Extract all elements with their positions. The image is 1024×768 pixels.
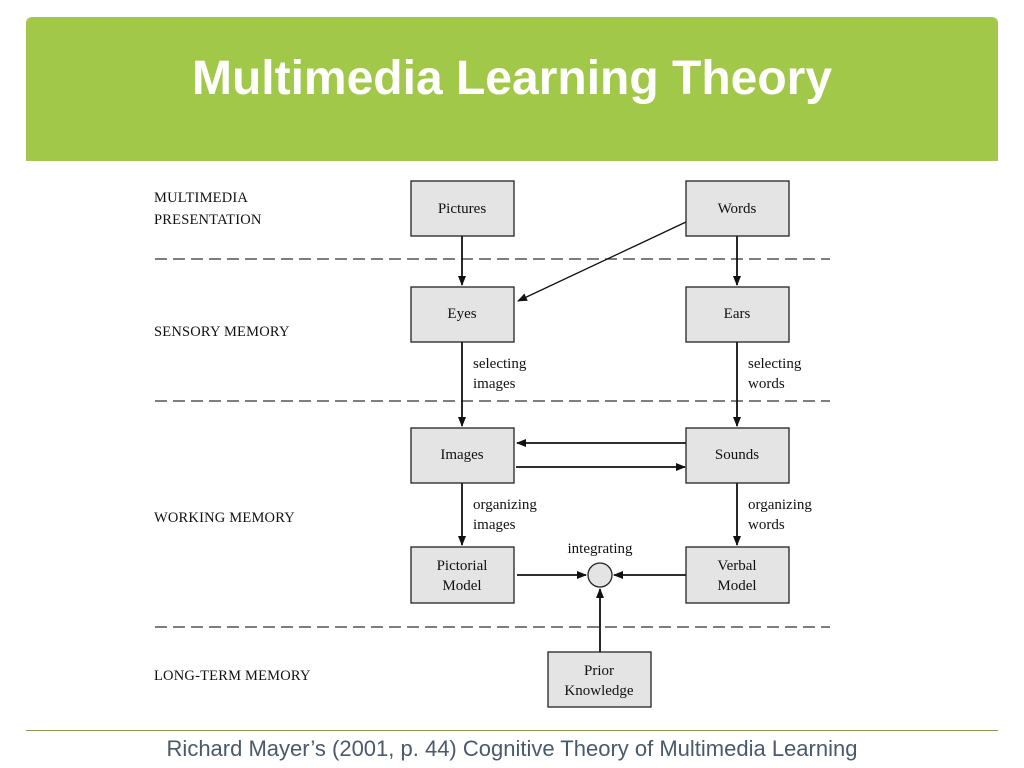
box-pictorial-label-1: Pictorial — [437, 558, 488, 574]
label-selecting-images-2: images — [473, 376, 516, 392]
slide-title: Multimedia Learning Theory — [191, 52, 833, 105]
box-prior-label-2: Knowledge — [564, 683, 633, 699]
box-pictures-label: Pictures — [438, 201, 486, 217]
title-bar: Multimedia Learning Theory — [26, 17, 998, 161]
stage-label-sensory: SENSORY MEMORY — [154, 324, 290, 340]
label-selecting-images-1: selecting — [473, 356, 527, 372]
box-sounds-label: Sounds — [715, 447, 759, 463]
arrow-words-to-eyes — [517, 221, 687, 302]
box-words-label: Words — [718, 201, 757, 217]
box-ears — [685, 286, 790, 343]
box-verbal-model — [685, 546, 790, 604]
box-images-label: Images — [440, 447, 483, 463]
stage-label-presentation-2: PRESENTATION — [154, 212, 262, 228]
box-pictures — [410, 180, 515, 237]
label-selecting-words-1: selecting — [748, 356, 802, 372]
integrating-node — [587, 562, 613, 588]
box-verbal-label-2: Model — [717, 578, 756, 594]
box-words — [685, 180, 790, 237]
slide-caption: Richard Mayer’s (2001, p. 44) Cognitive … — [166, 736, 858, 761]
stage-label-longterm: LONG-TERM MEMORY — [154, 668, 311, 684]
label-selecting-words-2: words — [748, 376, 785, 392]
box-verbal-label-1: Verbal — [717, 558, 756, 574]
label-organizing-words-2: words — [748, 517, 785, 533]
footer-divider — [26, 730, 998, 731]
label-organizing-images-2: images — [473, 517, 516, 533]
box-images — [410, 427, 515, 484]
box-eyes-label: Eyes — [447, 306, 476, 322]
box-sounds — [685, 427, 790, 484]
box-eyes — [410, 286, 515, 343]
box-ears-label: Ears — [724, 306, 751, 322]
stage-label-working: WORKING MEMORY — [154, 510, 295, 526]
stage-label-presentation-1: MULTIMEDIA — [154, 190, 248, 206]
box-pictorial-model — [410, 546, 515, 604]
box-pictorial-label-2: Model — [442, 578, 481, 594]
label-integrating: integrating — [568, 541, 633, 557]
label-organizing-images-1: organizing — [473, 497, 537, 513]
label-organizing-words-1: organizing — [748, 497, 812, 513]
box-prior-knowledge — [547, 651, 652, 708]
box-prior-label-1: Prior — [584, 663, 614, 679]
